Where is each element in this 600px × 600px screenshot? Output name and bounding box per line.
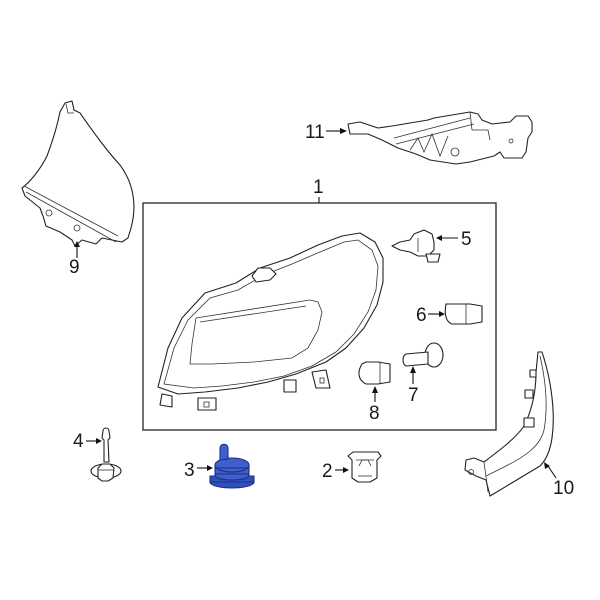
- callout-2: 2: [322, 461, 349, 482]
- callout-label-4: 4: [73, 431, 84, 452]
- callout-label-2: 2: [322, 461, 333, 482]
- callout-label-10: 10: [553, 478, 574, 499]
- part-4-stud-bolt[interactable]: [90, 427, 122, 482]
- part-6-turn-signal-bulb[interactable]: [444, 303, 483, 325]
- part-9-side-panel[interactable]: [21, 100, 135, 247]
- callout-5: 5: [436, 229, 472, 250]
- part-8-side-marker-bulb[interactable]: [358, 361, 391, 385]
- callout-label-11: 11: [305, 122, 325, 143]
- callout-9: 9: [69, 241, 80, 278]
- callout-4: 4: [73, 431, 102, 452]
- part-10-trim-molding[interactable]: [464, 351, 554, 497]
- part-3-grommet-nut[interactable]: [209, 443, 255, 489]
- callout-label-9: 9: [69, 257, 80, 278]
- callout-label-3: 3: [184, 460, 195, 481]
- callout-6: 6: [416, 305, 445, 326]
- callout-1: 1: [313, 177, 324, 203]
- assembly-group-box: [142, 202, 497, 431]
- part-7-bulb-socket[interactable]: [402, 342, 444, 368]
- callout-10: 10: [544, 462, 574, 499]
- callout-label-5: 5: [461, 229, 472, 250]
- part-1-headlamp-assembly[interactable]: [157, 232, 384, 411]
- callout-label-1: 1: [313, 177, 324, 198]
- callout-label-6: 6: [416, 305, 427, 326]
- part-2-retainer-clip[interactable]: [347, 451, 382, 483]
- part-5-headlamp-bulb[interactable]: [391, 229, 441, 263]
- callout-8: 8: [369, 386, 380, 424]
- callout-label-7: 7: [408, 385, 419, 406]
- callout-11: 11: [305, 122, 347, 143]
- part-11-mounting-bracket[interactable]: [347, 111, 533, 165]
- callout-label-8: 8: [369, 403, 380, 424]
- callout-7: 7: [408, 366, 419, 406]
- callout-3: 3: [184, 460, 213, 481]
